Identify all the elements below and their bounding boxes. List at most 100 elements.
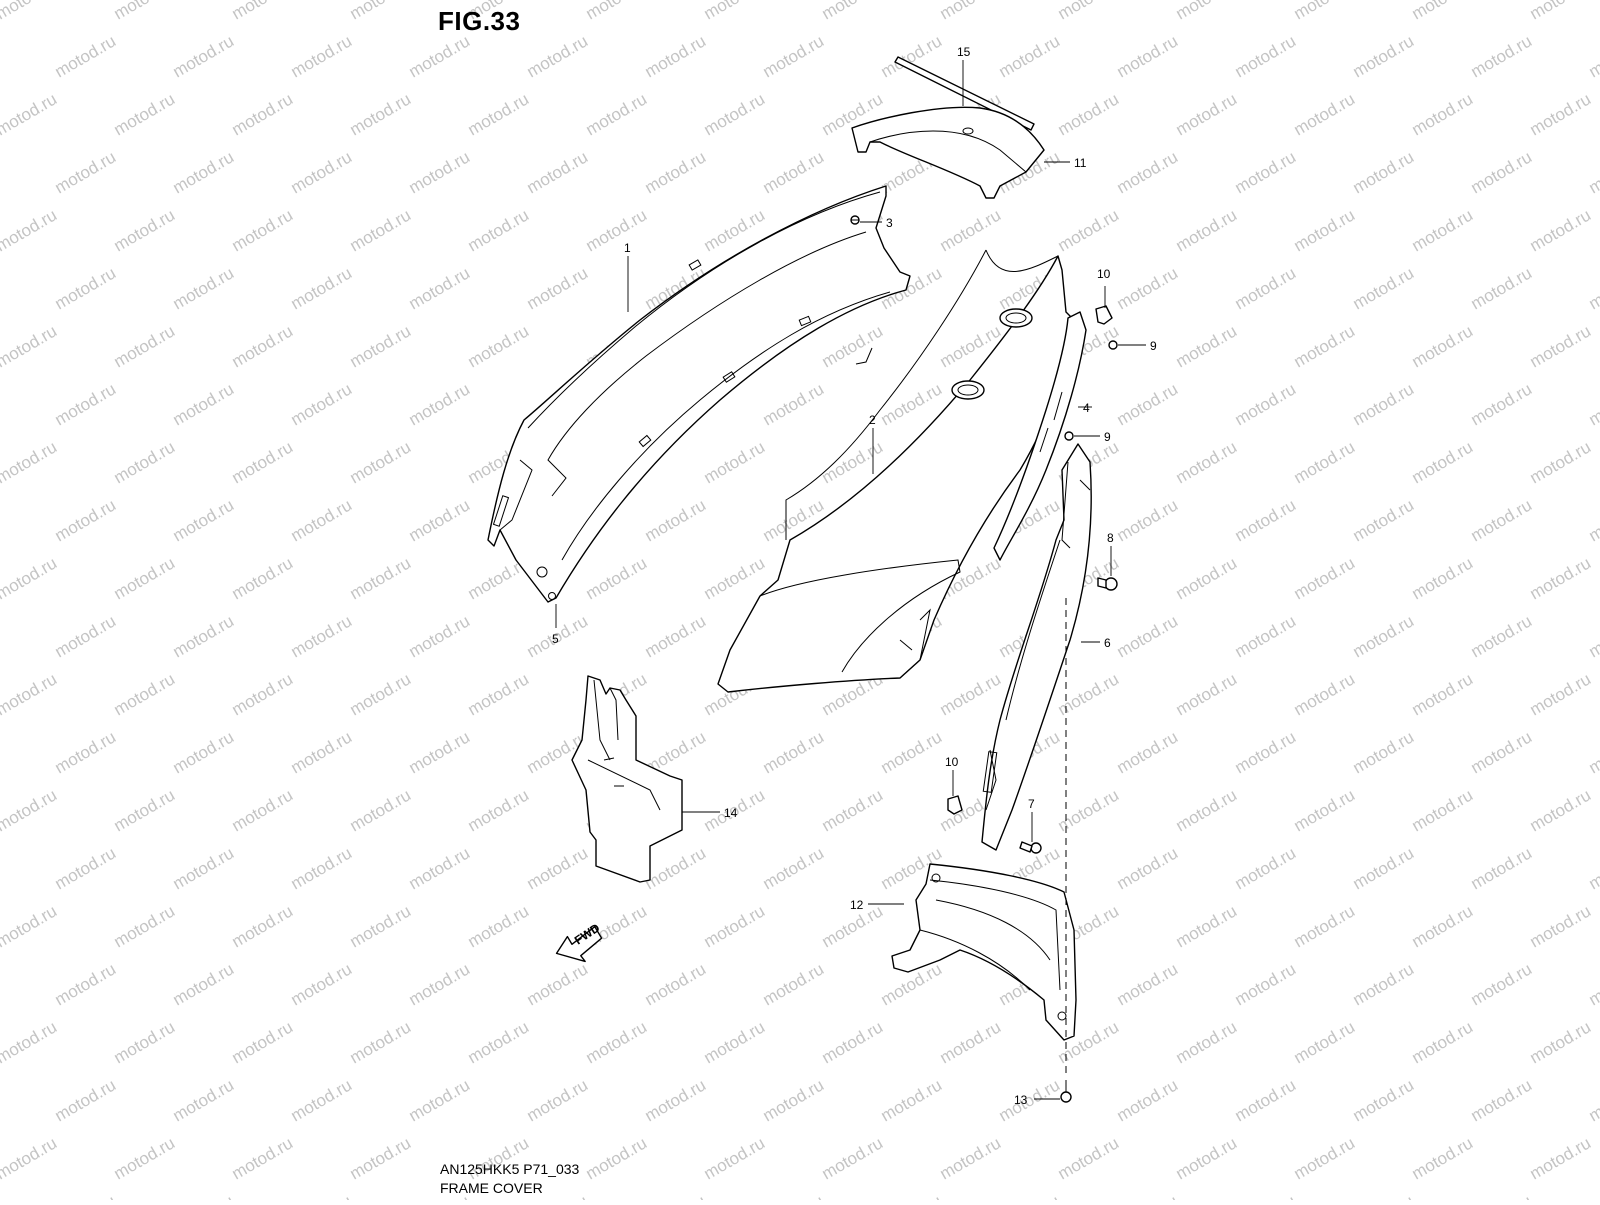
watermark-text: motod.ru: [1527, 205, 1595, 255]
watermark-text: motod.ru: [1468, 727, 1536, 777]
watermark-text: motod.ru: [288, 263, 356, 313]
watermark-text: motod.ru: [406, 495, 474, 545]
callout-15: 14: [724, 806, 738, 820]
watermark-text: motod.ru: [0, 31, 1, 81]
watermark-text: motod.ru: [0, 1133, 60, 1183]
watermark-text: motod.ru: [583, 0, 651, 23]
watermark-text: motod.ru: [52, 379, 120, 429]
watermark-text: motod.ru: [0, 1191, 1, 1200]
watermark-text: motod.ru: [1409, 321, 1477, 371]
watermark-text: motod.ru: [1468, 959, 1536, 1009]
watermark-text: motod.ru: [52, 147, 120, 197]
watermark-text: motod.ru: [1173, 437, 1241, 487]
watermark-text: motod.ru: [524, 843, 592, 893]
watermark-text: motod.ru: [0, 669, 60, 719]
watermark-text: motod.ru: [1291, 0, 1359, 23]
watermark-text: motod.ru: [111, 1017, 179, 1067]
watermark-text: motod.ru: [229, 0, 297, 23]
watermark-text: motod.ru: [1291, 553, 1359, 603]
watermark-text: motod.ru: [406, 263, 474, 313]
watermark-text: motod.ru: [1527, 437, 1595, 487]
watermark-text: motod.ru: [937, 1133, 1005, 1183]
watermark-text: motod.ru: [1055, 1133, 1123, 1183]
watermark-text: motod.ru: [760, 147, 828, 197]
watermark-text: motod.ru: [878, 31, 946, 81]
watermark-text: motod.ru: [52, 31, 120, 81]
part-8-bolt: [1098, 578, 1117, 590]
watermark-text: motod.ru: [583, 553, 651, 603]
fwd-arrow-icon: FWD: [555, 920, 603, 963]
watermark-text: motod.ru: [1291, 321, 1359, 371]
watermark-text: motod.ru: [465, 89, 533, 139]
watermark-text: motod.ru: [701, 1017, 769, 1067]
watermark-text: motod.ru: [701, 437, 769, 487]
watermark-text: motod.ru: [1232, 959, 1300, 1009]
watermark-text: motod.ru: [111, 901, 179, 951]
callout-8: 8: [1107, 531, 1114, 545]
callout-6: 6: [1104, 636, 1111, 650]
watermark-text: motod.ru: [347, 1133, 415, 1183]
watermark-text: motod.ru: [1173, 205, 1241, 255]
watermark-text: motod.ru: [1173, 553, 1241, 603]
watermark-text: motod.ru: [1114, 379, 1182, 429]
watermark-text: motod.ru: [701, 89, 769, 139]
watermark-text: motod.ru: [1468, 843, 1536, 893]
watermark-text: motod.ru: [1232, 263, 1300, 313]
watermark-text: motod.ru: [111, 1133, 179, 1183]
watermark-text: motod.ru: [583, 89, 651, 139]
watermark-text: motod.ru: [524, 959, 592, 1009]
watermark-text: motod.ru: [1055, 669, 1123, 719]
watermark-text: motod.ru: [1350, 495, 1418, 545]
watermark-text: motod.ru: [111, 553, 179, 603]
watermark-text: motod.ru: [1586, 263, 1600, 313]
watermark-text: motod.ru: [1586, 843, 1600, 893]
watermark-text: motod.ru: [406, 147, 474, 197]
watermark-text: motod.ru: [937, 0, 1005, 23]
callout-3: 3: [886, 216, 893, 230]
watermark-text: motod.ru: [0, 89, 60, 139]
watermark-text: motod.ru: [1173, 901, 1241, 951]
watermark-text: motod.ru: [1468, 611, 1536, 661]
watermark-text: motod.ru: [583, 1017, 651, 1067]
watermark-text: motod.ru: [1055, 205, 1123, 255]
watermark-text: motod.ru: [1350, 843, 1418, 893]
watermark-text: motod.ru: [347, 321, 415, 371]
watermark-text: motod.ru: [524, 147, 592, 197]
watermark-text: motod.ru: [1114, 1191, 1182, 1200]
watermark-text: motod.ru: [642, 31, 710, 81]
watermark-text: motod.ru: [701, 553, 769, 603]
watermark-text: motod.ru: [1173, 1017, 1241, 1067]
watermark-text: motod.ru: [1232, 147, 1300, 197]
watermark-text: motod.ru: [1114, 147, 1182, 197]
watermark-text: motod.ru: [1468, 1191, 1536, 1200]
watermark-text: motod.ru: [52, 495, 120, 545]
callout-9-upper: 9: [1150, 339, 1157, 353]
watermark-text: motod.ru: [1291, 1017, 1359, 1067]
part-15-shield-plate: [572, 676, 682, 882]
callout-2: 2: [869, 413, 876, 427]
watermark-text: motod.ru: [642, 843, 710, 893]
watermark-text: motod.ru: [1114, 31, 1182, 81]
watermark-text: motod.ru: [229, 553, 297, 603]
watermark-text: motod.ru: [819, 0, 887, 23]
watermark-text: motod.ru: [1291, 669, 1359, 719]
watermark-text: motod.ru: [760, 959, 828, 1009]
watermark-text: motod.ru: [1586, 1075, 1600, 1125]
watermark-text: motod.ru: [0, 1017, 60, 1067]
watermark-text: motod.ru: [0, 785, 60, 835]
watermark-text: motod.ru: [288, 727, 356, 777]
watermark-text: motod.ru: [1409, 553, 1477, 603]
watermark-text: motod.ru: [1232, 727, 1300, 777]
watermark-text: motod.ru: [1173, 669, 1241, 719]
watermark-text: motod.ru: [760, 727, 828, 777]
watermark-text: motod.ru: [0, 959, 1, 1009]
watermark-text: motod.ru: [760, 843, 828, 893]
watermark-text: motod.ru: [1409, 1133, 1477, 1183]
watermark-text: motod.ru: [642, 1191, 710, 1200]
watermark-text: motod.ru: [701, 1133, 769, 1183]
callout-13: 13: [1014, 1093, 1028, 1107]
watermark-text: motod.ru: [1114, 611, 1182, 661]
watermark-text: motod.ru: [406, 31, 474, 81]
watermark-text: motod.ru: [1291, 437, 1359, 487]
watermark-text: motod.ru: [1409, 437, 1477, 487]
